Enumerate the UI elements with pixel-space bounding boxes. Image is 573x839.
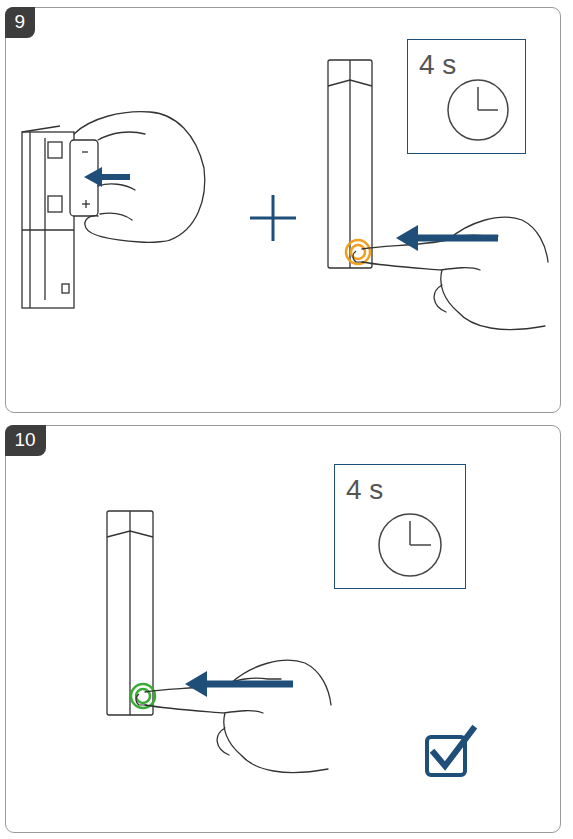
step-number: 10 <box>5 425 46 457</box>
insert-arrow <box>84 167 130 187</box>
button-indicator <box>346 240 370 264</box>
open-housing <box>22 126 74 308</box>
sensor-device <box>328 60 372 268</box>
timer-box: 4 s <box>334 464 466 589</box>
pointing-hand <box>353 217 548 329</box>
clock-icon <box>448 80 508 140</box>
step-panel: 9 4 s <box>5 7 561 413</box>
plus-sign <box>250 195 296 241</box>
hand <box>74 112 205 243</box>
timer-box: 4 s <box>407 39 526 154</box>
press-arrow <box>396 225 498 251</box>
press-arrow <box>185 671 293 697</box>
duration-label: 4 s <box>419 50 456 81</box>
checkmark-icon <box>427 729 473 775</box>
step-number: 9 <box>5 7 36 39</box>
step-panel: 10 4 s <box>5 425 561 833</box>
duration-label: 4 s <box>346 475 383 506</box>
clock-icon <box>379 514 441 576</box>
pointing-hand <box>136 660 331 772</box>
